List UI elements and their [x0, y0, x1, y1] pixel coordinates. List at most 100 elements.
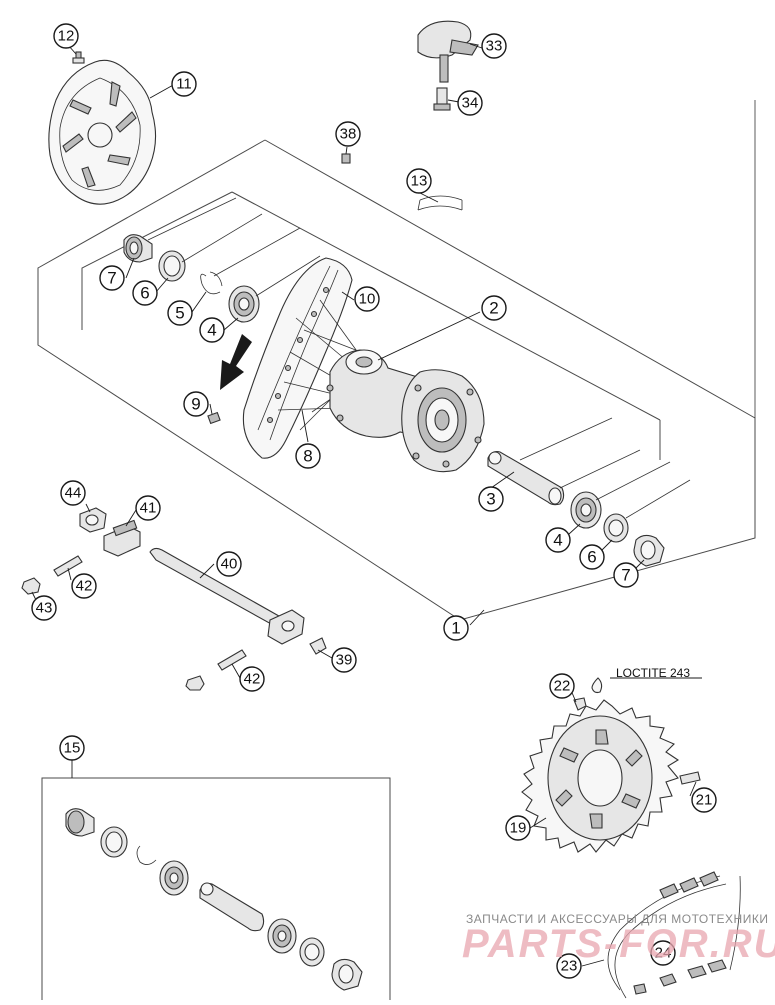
drive-chain	[607, 871, 741, 999]
callout-9: 9	[183, 391, 209, 417]
callout-7-left-label: 7	[107, 269, 116, 288]
rim	[242, 257, 353, 459]
adjuster-nut-right	[185, 675, 205, 691]
callout-39-label: 39	[336, 652, 353, 669]
callout-10: 10	[354, 286, 380, 312]
callout-38: 38	[335, 121, 361, 147]
callout-3-label: 3	[486, 490, 495, 509]
callout-15-label: 15	[64, 740, 81, 757]
callout-4-right: 4	[545, 527, 571, 553]
callout-5-label: 5	[175, 304, 184, 323]
kit-spacer-right	[331, 958, 363, 991]
callout-42-left-label: 42	[76, 578, 93, 595]
callout-4-left-label: 4	[207, 321, 216, 340]
kit-bearing-left	[159, 860, 189, 896]
callout-19-label: 19	[510, 820, 527, 837]
adjuster-nut-left	[21, 577, 41, 595]
callout-23-label: 23	[561, 958, 578, 975]
callout-44-label: 44	[65, 485, 82, 502]
hub-spacer-tube	[487, 451, 565, 506]
left-spacer	[123, 234, 153, 263]
stand-bolt	[433, 87, 451, 111]
callout-42-right: 42	[239, 666, 265, 692]
callout-41: 41	[135, 495, 161, 521]
left-bearing	[228, 285, 260, 323]
callout-5: 5	[167, 300, 193, 326]
callout-21-label: 21	[696, 792, 713, 809]
callout-21: 21	[691, 787, 717, 813]
chain-adjuster-right	[267, 609, 305, 645]
left-seal	[158, 250, 186, 282]
kit-spacer-left	[65, 808, 95, 837]
callout-6-left: 6	[132, 280, 158, 306]
callout-3: 3	[478, 486, 504, 512]
callout-7-right: 7	[613, 562, 639, 588]
callout-40-label: 40	[221, 556, 238, 573]
callout-38-label: 38	[340, 126, 357, 143]
watermark-logo: PARTS-FOR.RU	[462, 922, 775, 966]
callout-13-label: 13	[411, 173, 428, 190]
wheel-stand	[417, 20, 479, 83]
callout-33-label: 33	[486, 38, 503, 55]
callout-24: 24	[650, 940, 676, 966]
right-seal	[603, 513, 629, 543]
callout-39: 39	[331, 647, 357, 673]
sprocket-bolt-21	[679, 771, 701, 785]
loctite-note: LOCTITE 243	[616, 666, 690, 680]
callout-10-label: 10	[359, 291, 376, 308]
callout-8-label: 8	[303, 447, 312, 466]
callout-42-left: 42	[71, 573, 97, 599]
callout-12: 12	[53, 23, 79, 49]
callout-4-right-label: 4	[553, 531, 562, 550]
rear-sprocket	[521, 699, 680, 853]
valve-nut	[207, 411, 221, 425]
leader-lines	[31, 43, 702, 967]
valve-cap	[341, 153, 351, 164]
rotation-arrow-icon	[220, 334, 252, 390]
callout-9-label: 9	[191, 395, 200, 414]
callout-41-label: 41	[140, 500, 157, 517]
watermark-tagline: ЗАПЧАСТИ И АКСЕССУАРЫ ДЛЯ МОТОТЕХНИКИ	[466, 912, 768, 926]
callout-1: 1	[443, 615, 469, 641]
sprocket-nut-22	[573, 697, 587, 711]
callout-11: 11	[171, 71, 197, 97]
kit-seal-right	[299, 937, 325, 967]
loctite-drop-icon	[591, 677, 603, 694]
callout-11-label: 11	[176, 76, 192, 93]
callout-15: 15	[59, 735, 85, 761]
callout-8: 8	[295, 443, 321, 469]
callout-40: 40	[216, 551, 242, 577]
callout-43: 43	[31, 595, 57, 621]
callout-7-right-label: 7	[621, 566, 630, 585]
kit-bearing-right	[267, 918, 297, 954]
axle-nut-44	[79, 507, 107, 533]
callout-22: 22	[549, 673, 575, 699]
circlip	[200, 271, 223, 295]
spare-kit-frame	[41, 777, 391, 1000]
callout-34: 34	[457, 90, 483, 116]
callout-13: 13	[406, 168, 432, 194]
kit-circlip	[136, 845, 157, 865]
callout-6-left-label: 6	[140, 284, 149, 303]
right-spacer	[633, 534, 665, 567]
right-bearing	[570, 491, 602, 529]
wheel-hub	[326, 349, 485, 473]
rim-tape	[417, 195, 463, 211]
callout-6-right: 6	[579, 544, 605, 570]
callout-12-label: 12	[58, 28, 75, 45]
callout-44: 44	[60, 480, 86, 506]
adjuster-screw-39	[309, 637, 327, 655]
callout-42-right-label: 42	[244, 671, 261, 688]
callout-1-label: 1	[451, 619, 460, 638]
kit-seal-left	[100, 826, 128, 858]
callout-23: 23	[556, 953, 582, 979]
callout-2-label: 2	[489, 299, 498, 318]
adjuster-bolt-right	[217, 649, 247, 671]
right-guide-lines	[519, 417, 691, 519]
callout-2: 2	[481, 295, 507, 321]
callout-34-label: 34	[462, 95, 479, 112]
brake-disc	[48, 59, 157, 205]
callout-24-label: 24	[655, 945, 672, 962]
chain-adjuster-left	[103, 519, 141, 557]
